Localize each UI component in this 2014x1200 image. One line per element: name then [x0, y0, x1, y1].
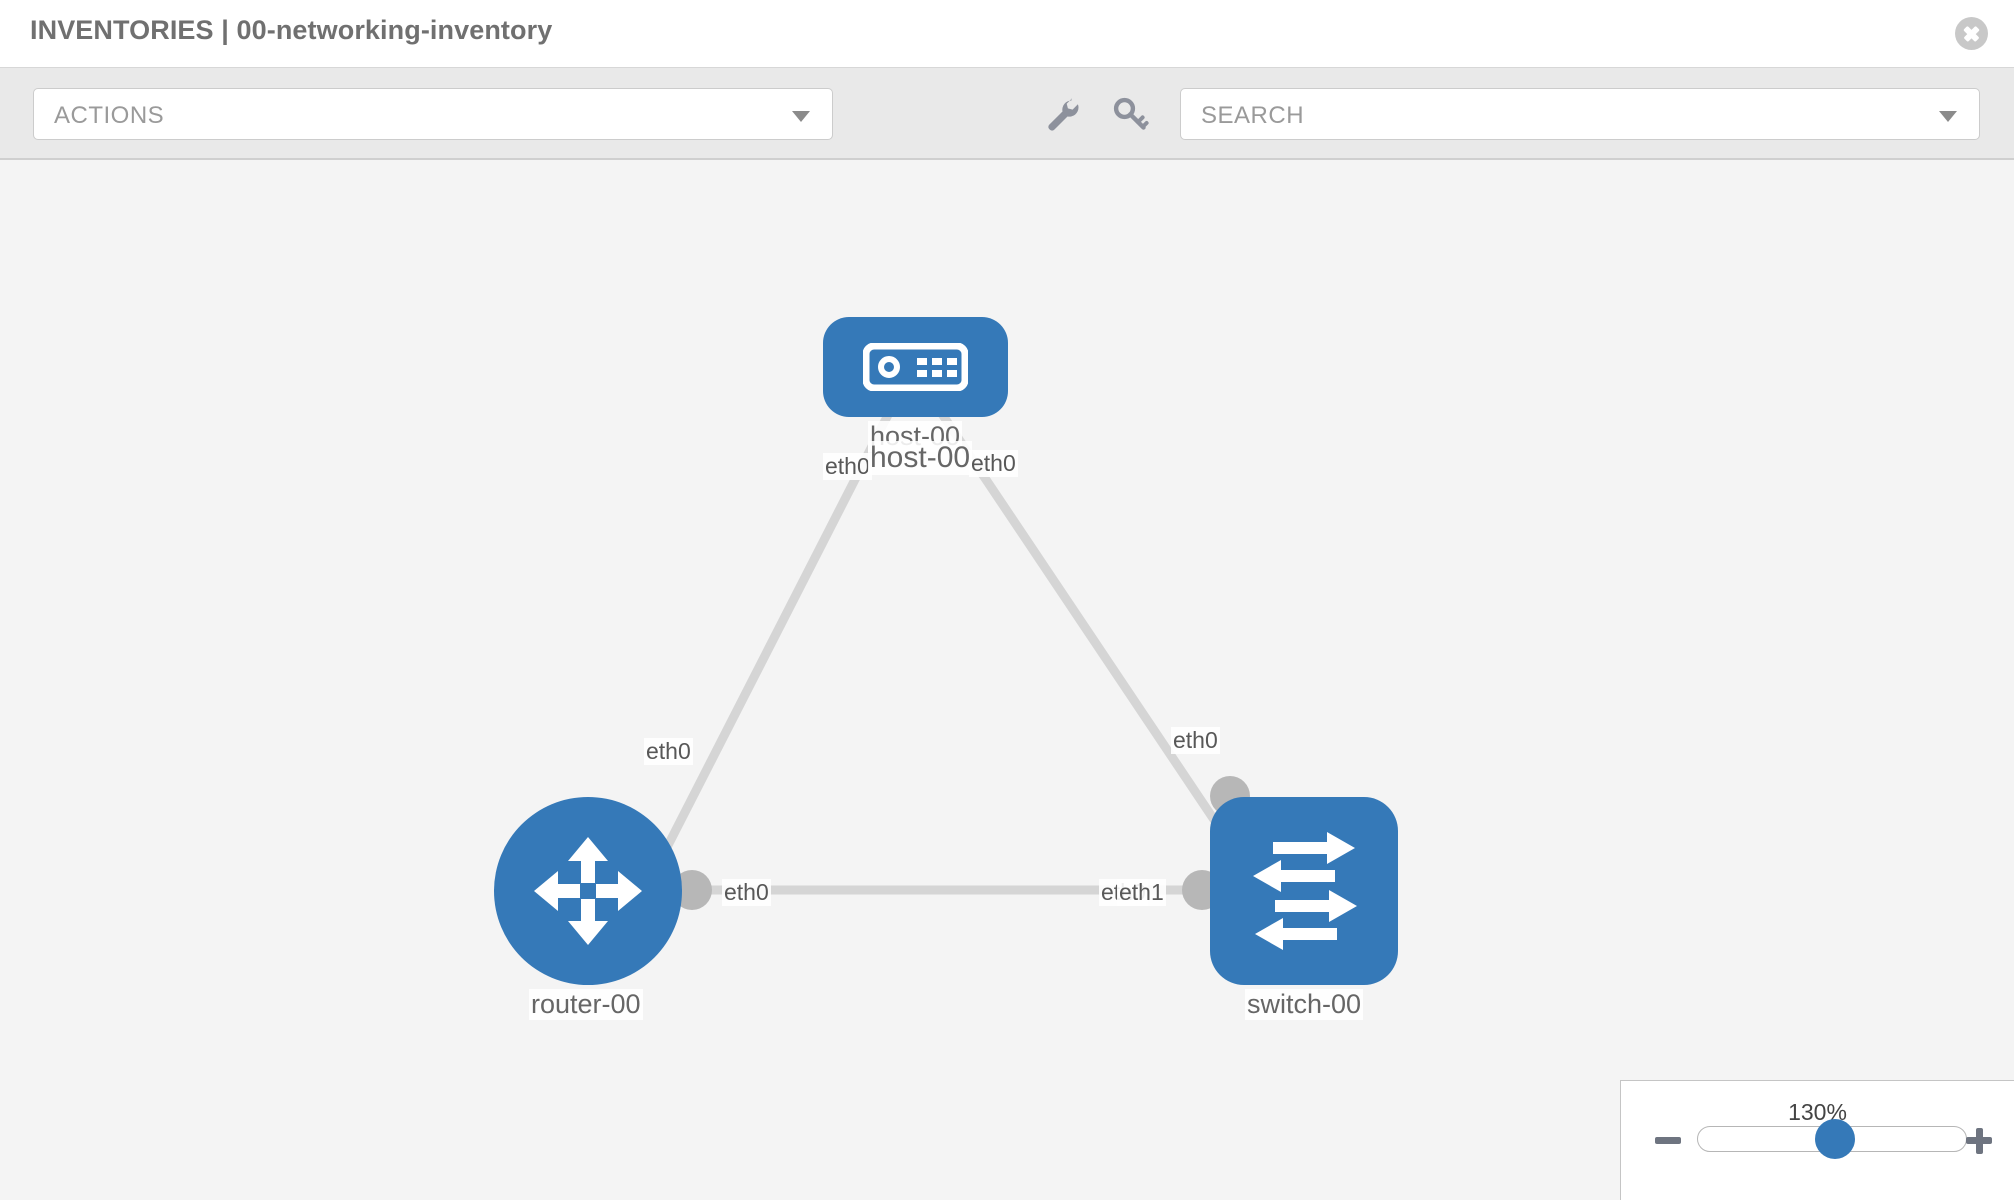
- key-icon[interactable]: [1110, 94, 1150, 134]
- search-input[interactable]: SEARCH: [1180, 88, 1980, 140]
- node-router-00[interactable]: router-00: [494, 797, 682, 1020]
- node-switch-00-shape: [1210, 797, 1398, 985]
- edge-label-host-switch: eth0: [969, 450, 1018, 477]
- node-router-00-label: router-00: [529, 989, 643, 1020]
- actions-dropdown[interactable]: ACTIONS: [33, 88, 833, 140]
- minus-icon[interactable]: [1653, 1125, 1683, 1155]
- chevron-down-icon: [792, 111, 810, 122]
- server-device-icon: [863, 343, 968, 391]
- wrench-icon[interactable]: [1042, 94, 1082, 134]
- page-title: INVENTORIES | 00-networking-inventory: [30, 15, 553, 45]
- node-host-00-label-overlay: host-00: [868, 441, 973, 475]
- toolbar: ACTIONS SEARCH: [0, 68, 2014, 160]
- edge-label-switch-host: eth0: [1171, 727, 1220, 754]
- edge-label-switch-router-eth1: eth1: [1117, 879, 1166, 906]
- node-host-00[interactable]: host-00: [823, 317, 1008, 452]
- chevron-down-icon[interactable]: [1939, 111, 1957, 122]
- router-arrows-icon: [534, 837, 642, 945]
- zoom-percent-label: 130%: [1788, 1099, 1847, 1125]
- switch-arrows-icon: [1253, 832, 1357, 950]
- plus-icon[interactable]: [1964, 1125, 1994, 1155]
- node-switch-00[interactable]: switch-00: [1210, 797, 1398, 1020]
- search-placeholder: SEARCH: [1201, 102, 1305, 129]
- node-router-00-shape: [494, 797, 682, 985]
- edge-label-router-switch: eth0: [722, 879, 771, 906]
- page-header: INVENTORIES | 00-networking-inventory: [0, 0, 2014, 68]
- zoom-slider-thumb[interactable]: [1815, 1119, 1855, 1159]
- edge-label-host-router: eth0: [823, 453, 872, 480]
- actions-dropdown-label: ACTIONS: [54, 102, 165, 129]
- node-switch-00-label: switch-00: [1245, 989, 1364, 1020]
- close-icon[interactable]: [1955, 17, 1988, 50]
- edge-label-router-host: eth0: [644, 738, 693, 765]
- node-host-00-shape: [823, 317, 1008, 417]
- zoom-control-panel: 130%: [1620, 1080, 2014, 1200]
- topology-canvas[interactable]: host-00 router-00: [0, 161, 2014, 1200]
